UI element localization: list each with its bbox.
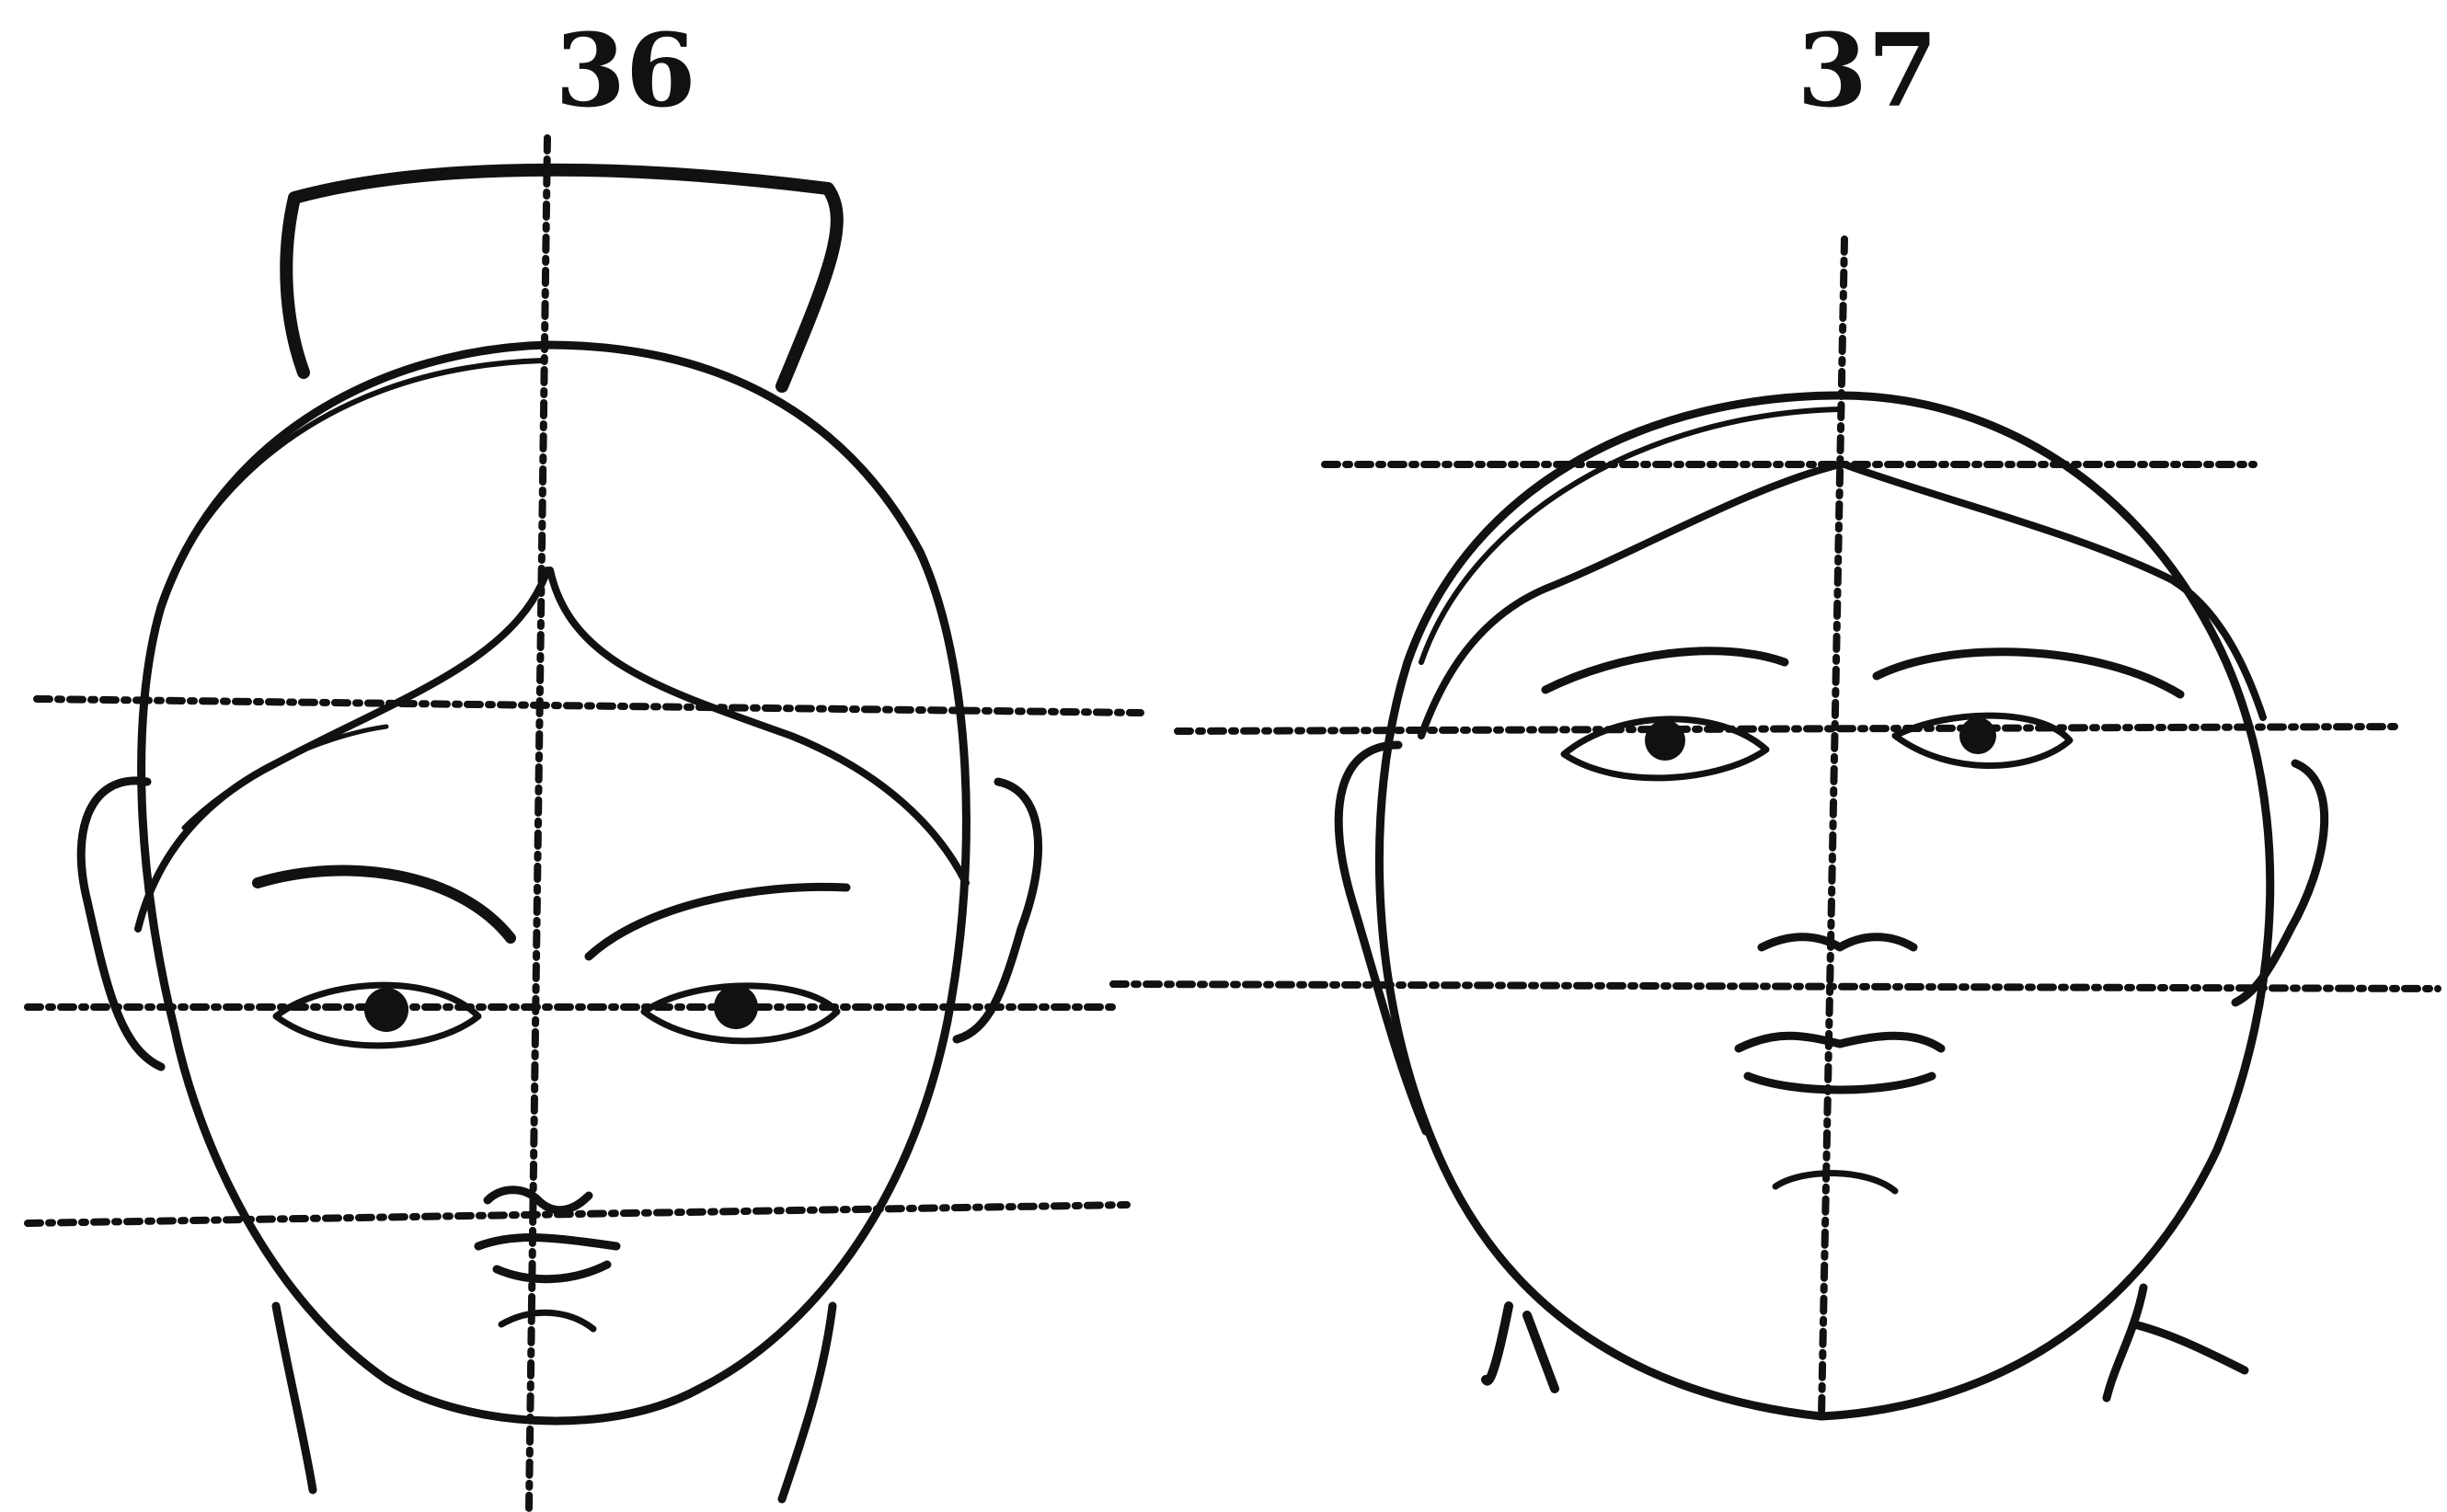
figure-36-nose: [488, 1190, 589, 1210]
figure-37-left-eyebrow: [1545, 651, 1785, 690]
figure-37-mouth: [1739, 1036, 1941, 1090]
figure-37-neck-right: [2107, 1288, 2245, 1398]
figure-36-mouth: [478, 1238, 616, 1279]
figure-36-headdress: [286, 170, 837, 386]
figure-36: 36: [28, 11, 1141, 1508]
figure-37-right-eyebrow: [1877, 652, 2180, 694]
figure-37-guide-nose: [1113, 984, 2438, 989]
figure-36-chin: [501, 1312, 593, 1329]
figure-36-hair-band: [152, 361, 543, 644]
figure-36-left-ear: [81, 781, 161, 1067]
figure-37-guide-eyes: [1178, 727, 2401, 731]
figure-36-guide-hairline: [37, 699, 1141, 713]
figure-37-nose: [1762, 937, 1913, 947]
figure-37-vertical-guide: [1821, 239, 1844, 1416]
figure-37-number: 37: [1797, 11, 1937, 130]
figure-37-hair-left: [1421, 464, 1840, 736]
figure-37: 37: [1113, 11, 2438, 1416]
figure-37-hair-right: [1844, 464, 2263, 717]
figure-37-right-eye: [1895, 716, 2070, 765]
figure-37-chin: [1775, 1174, 1895, 1191]
figure-36-left-eyebrow: [258, 871, 511, 939]
figure-36-left-eye: [276, 985, 478, 1046]
figure-37-neck-left: [1486, 1306, 1555, 1389]
figure-37-right-ear: [2235, 763, 2325, 1002]
figure-36-hair-strand: [184, 727, 386, 828]
figure-36-hair-right: [550, 570, 966, 883]
figure-36-right-eye: [644, 985, 837, 1041]
figure-36-number: 36: [555, 11, 695, 130]
figure-36-neck-right: [782, 1306, 833, 1499]
figure-36-right-eyebrow: [589, 887, 846, 956]
figure-36-neck-left: [276, 1306, 313, 1490]
